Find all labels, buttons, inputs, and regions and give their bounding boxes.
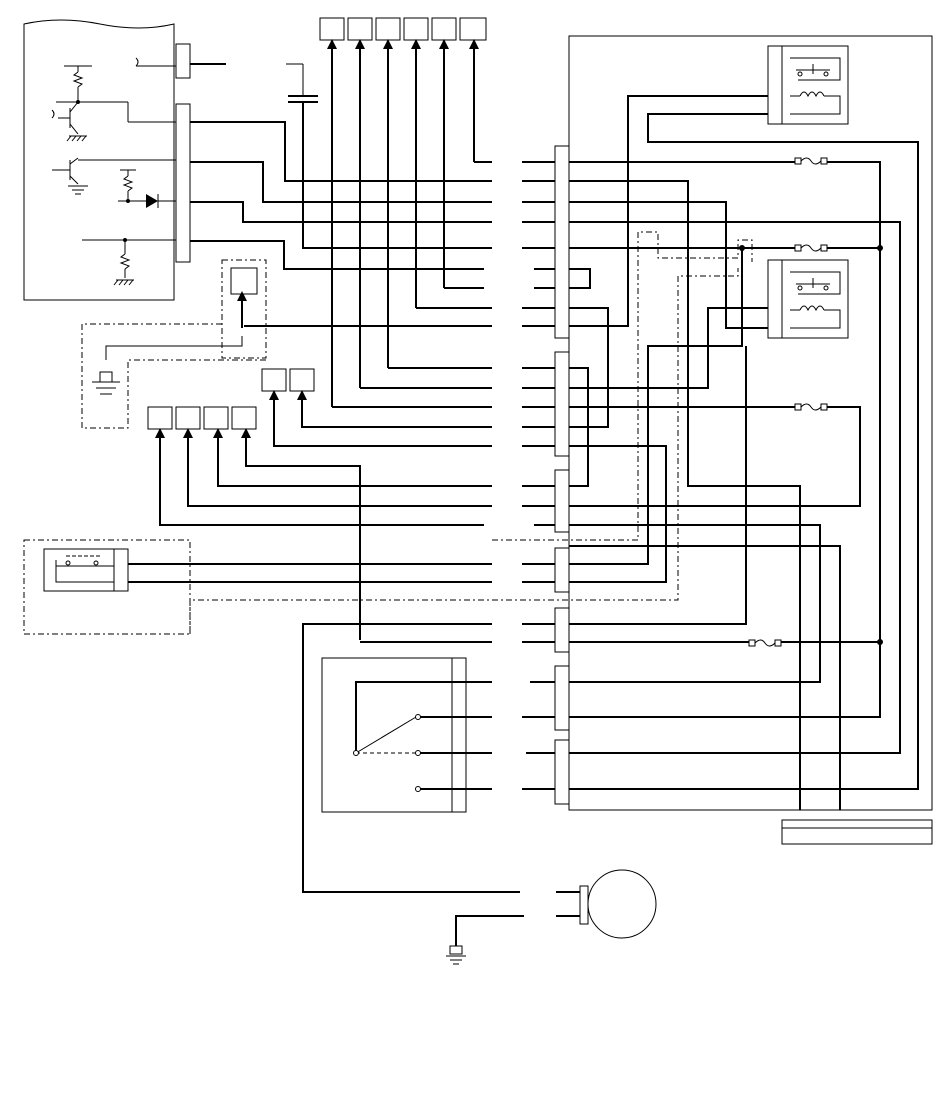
ground-sensor: [92, 371, 120, 395]
transistor-2: [52, 157, 89, 195]
resistor-3: [113, 240, 135, 286]
transistor-1: [51, 101, 88, 142]
diode-icon: [146, 194, 159, 208]
fuse-2: [794, 244, 828, 252]
relay-2: [767, 259, 849, 339]
resistor-1: [64, 65, 92, 102]
switch-contacts: [55, 555, 114, 583]
control-module: [23, 19, 226, 301]
connector-block: [522, 145, 570, 805]
fuse-4: [748, 639, 782, 647]
pressure-switch: [321, 657, 492, 813]
top-terminal-strip: [319, 17, 487, 41]
control-panel: [492, 35, 933, 845]
motor: [445, 869, 657, 965]
resistor-2: [120, 169, 136, 201]
main-harness: [23, 39, 739, 893]
fuse-1: [794, 157, 828, 165]
capacitor: [286, 63, 318, 103]
relay-1: [767, 45, 849, 125]
fuse-3: [794, 403, 828, 411]
